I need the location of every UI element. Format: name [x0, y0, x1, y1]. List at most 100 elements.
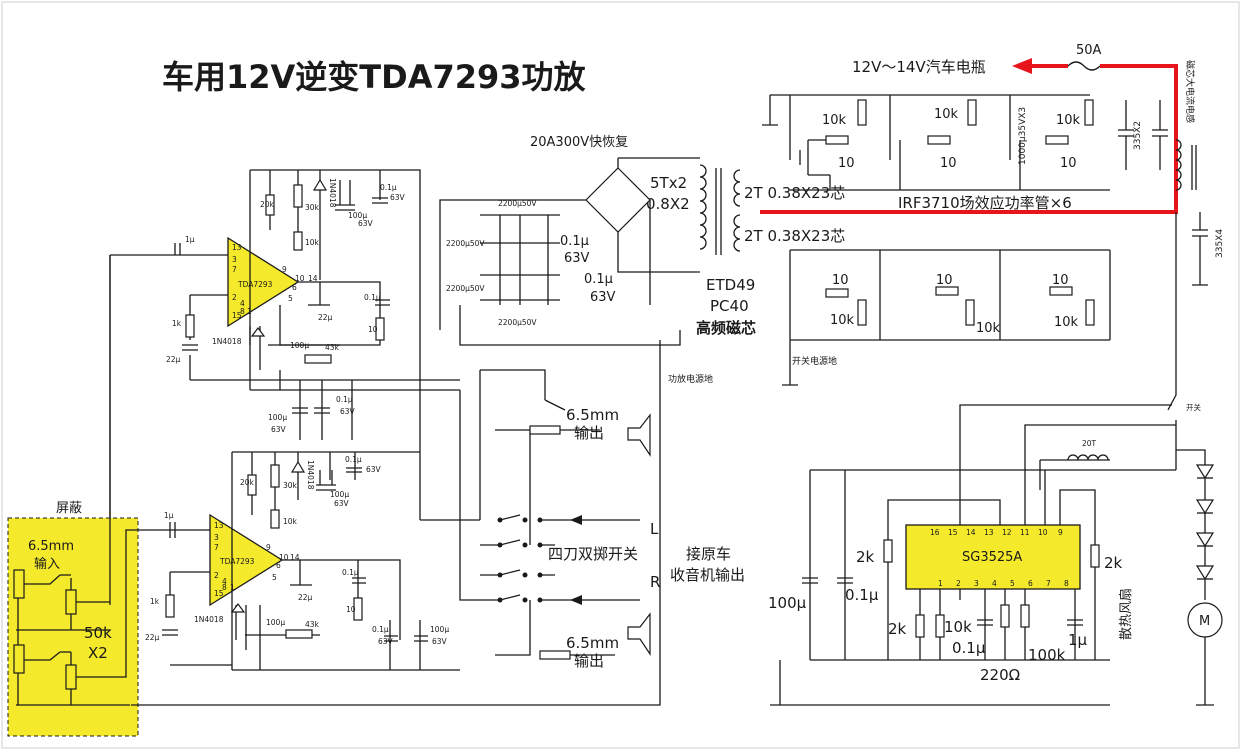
amp-ic-1 [227, 236, 300, 328]
svg-text:0.1μ: 0.1μ [584, 272, 613, 287]
svg-text:10: 10 [1038, 528, 1048, 537]
svg-text:1: 1 [938, 579, 943, 588]
svg-text:2200μ50V: 2200μ50V [446, 239, 485, 248]
svg-text:15: 15 [948, 528, 958, 537]
svg-text:50A: 50A [1076, 43, 1102, 58]
sg3525-ic [905, 524, 1081, 590]
svg-text:0.1μ: 0.1μ [845, 586, 879, 604]
svg-text:14: 14 [966, 528, 976, 537]
svg-text:2T 0.38X23芯: 2T 0.38X23芯 [744, 184, 845, 202]
speaker-icon [627, 413, 651, 457]
diagram-title: 车用12V逆变TDA7293功放 [162, 58, 587, 96]
svg-text:2200μ50V: 2200μ50V [498, 199, 537, 208]
svg-text:2k: 2k [856, 548, 875, 566]
svg-text:TDA7293: TDA7293 [237, 280, 273, 289]
svg-text:1N4018: 1N4018 [328, 178, 337, 208]
svg-text:1μ: 1μ [185, 235, 195, 244]
svg-text:15: 15 [214, 589, 224, 598]
svg-text:100k: 100k [1028, 646, 1066, 664]
svg-text:10k: 10k [305, 238, 320, 247]
svg-text:5: 5 [1010, 579, 1015, 588]
svg-text:2200μ50V: 2200μ50V [498, 318, 537, 327]
svg-text:3: 3 [214, 533, 219, 542]
svg-text:4: 4 [992, 579, 997, 588]
svg-text:1μ: 1μ [164, 511, 174, 520]
svg-text:9: 9 [266, 543, 271, 552]
svg-text:6.5mm: 6.5mm [566, 406, 619, 424]
svg-text:屏蔽: 屏蔽 [56, 501, 82, 516]
svg-text:3: 3 [974, 579, 979, 588]
svg-text:0.1μ: 0.1μ [380, 183, 397, 192]
svg-text:2k: 2k [888, 620, 907, 638]
svg-text:1k: 1k [150, 597, 160, 606]
svg-text:10k: 10k [1056, 113, 1081, 128]
svg-text:100μ: 100μ [268, 413, 287, 422]
svg-text:输入: 输入 [34, 556, 60, 572]
svg-text:2k: 2k [1104, 554, 1123, 572]
svg-text:100μ: 100μ [430, 625, 449, 634]
svg-text:0.1μ: 0.1μ [345, 455, 362, 464]
svg-text:6.5mm: 6.5mm [28, 539, 74, 554]
svg-text:100μ: 100μ [266, 618, 285, 627]
svg-text:6: 6 [276, 561, 281, 570]
svg-text:5: 5 [288, 294, 293, 303]
svg-text:R: R [650, 573, 660, 591]
svg-text:63V: 63V [366, 465, 382, 474]
svg-text:5Tx2: 5Tx2 [650, 174, 687, 192]
svg-text:0.1μ: 0.1μ [560, 234, 589, 249]
svg-text:1k: 1k [172, 319, 182, 328]
svg-text:0.8X2: 0.8X2 [646, 195, 690, 213]
input-filter: 磁芯大电流电感 1000μ35VX3 335X2 335X4 [1018, 60, 1225, 286]
svg-text:20T: 20T [1082, 439, 1097, 448]
svg-text:3: 3 [232, 255, 237, 264]
svg-text:13: 13 [984, 528, 994, 537]
svg-text:43k: 43k [305, 620, 320, 629]
svg-text:63V: 63V [358, 219, 374, 228]
svg-text:43k: 43k [325, 343, 340, 352]
svg-text:输出: 输出 [574, 424, 604, 442]
svg-text:50k: 50k [84, 624, 112, 642]
amp-ic-2 [209, 513, 284, 607]
svg-text:磁芯大电流电感: 磁芯大电流电感 [1184, 60, 1196, 123]
svg-text:5: 5 [272, 573, 277, 582]
svg-text:4: 4 [240, 299, 245, 308]
svg-text:100μ: 100μ [768, 594, 807, 612]
svg-text:30k: 30k [283, 481, 298, 490]
bridge-rectifier: 20A300V快恢复 [439, 135, 700, 330]
svg-text:22μ: 22μ [166, 355, 181, 364]
svg-text:L: L [650, 520, 659, 538]
svg-text:1000μ35VX3: 1000μ35VX3 [1018, 107, 1028, 165]
inductor-coil [1175, 139, 1182, 191]
svg-text:0.1μ: 0.1μ [952, 639, 986, 657]
svg-text:13: 13 [232, 243, 242, 252]
svg-text:高频磁芯: 高频磁芯 [696, 319, 756, 337]
svg-text:15: 15 [232, 311, 242, 320]
svg-text:63V: 63V [390, 193, 406, 202]
svg-text:8: 8 [222, 583, 227, 592]
svg-text:6: 6 [292, 283, 297, 292]
svg-text:10: 10 [832, 273, 849, 288]
svg-text:335X4: 335X4 [1215, 229, 1225, 258]
svg-text:12V～14V汽车电瓶: 12V～14V汽车电瓶 [852, 58, 986, 76]
svg-text:63V: 63V [334, 499, 350, 508]
svg-text:2200μ50V: 2200μ50V [446, 284, 485, 293]
svg-text:10k: 10k [283, 517, 298, 526]
svg-text:M: M [1199, 614, 1210, 629]
svg-text:22μ: 22μ [318, 313, 333, 322]
svg-text:20A300V快恢复: 20A300V快恢复 [530, 135, 628, 150]
svg-text:10: 10 [295, 274, 305, 283]
svg-text:10: 10 [368, 325, 378, 334]
svg-text:SG3525A: SG3525A [962, 550, 1022, 565]
svg-text:6.5mm: 6.5mm [566, 634, 619, 652]
svg-text:11: 11 [1020, 528, 1030, 537]
svg-text:10: 10 [279, 553, 289, 562]
svg-text:0.1μ: 0.1μ [364, 293, 381, 302]
speaker-switch: 四刀双掷开关 L R 接原车 收音机输出 6.5mm 输出 6.5mm 输出 [419, 369, 745, 670]
svg-text:2: 2 [232, 293, 237, 302]
input-shield: 屏蔽 6.5mm 输入 50k X2 [7, 255, 420, 737]
svg-text:IRF3710场效应功率管×6: IRF3710场效应功率管×6 [898, 194, 1072, 212]
svg-text:1N4018: 1N4018 [306, 460, 315, 490]
fuse [1067, 61, 1101, 71]
